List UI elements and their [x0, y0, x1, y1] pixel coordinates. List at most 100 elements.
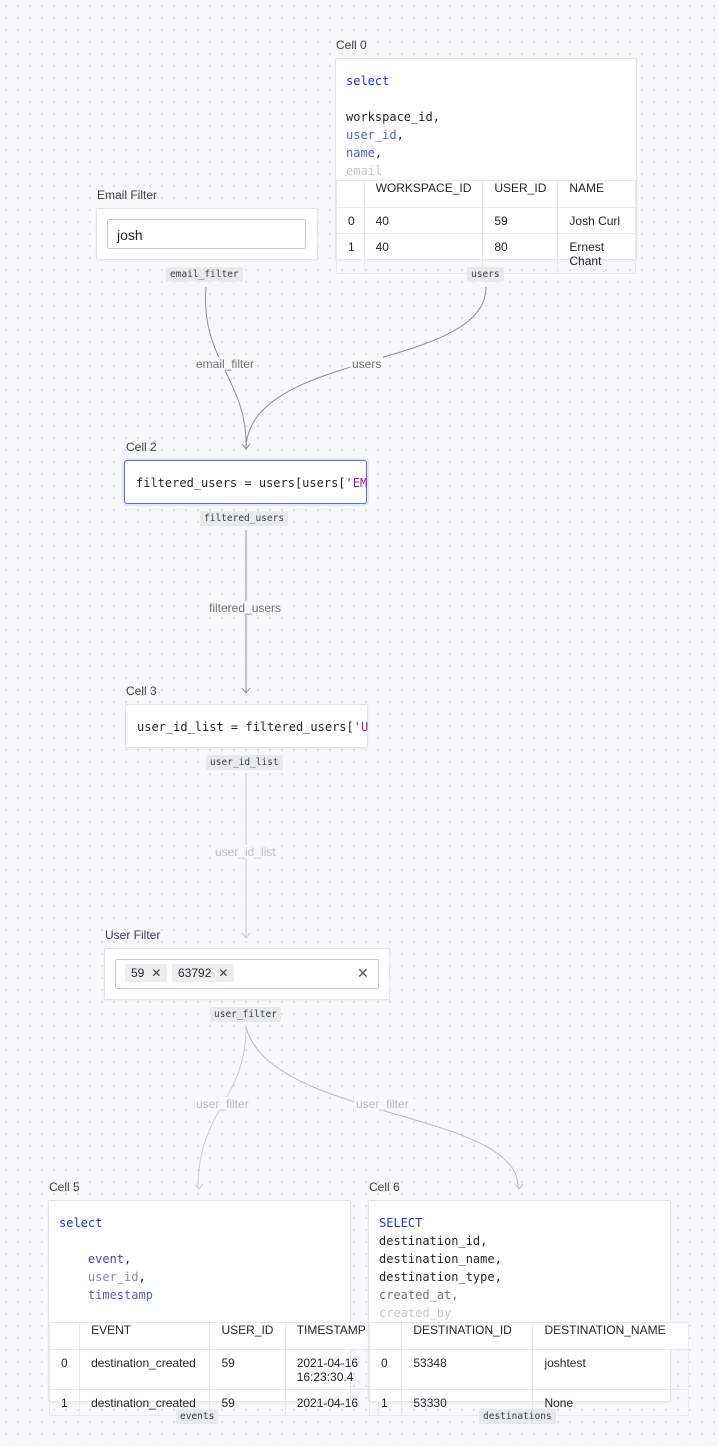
cell-3-python-code[interactable]: user_id_list = filtered_users['U	[137, 718, 368, 736]
cell-6-label: Cell 6	[369, 1180, 400, 1194]
sql-comma: ,	[374, 146, 383, 160]
sql-column: name	[346, 146, 375, 160]
column-header-index	[368, 1322, 403, 1350]
table-cell: destination_created	[79, 1349, 211, 1390]
table-row: 1 53330 None	[368, 1389, 689, 1416]
cell-5-card[interactable]: select event, user_id, timestamp EVENT U…	[48, 1200, 380, 1416]
table-header-row: WORKSPACE_ID USER_ID NAME	[336, 180, 636, 208]
table-row: 1 destination_created 59 2021-04-16	[48, 1389, 380, 1416]
table-cell: 40	[363, 207, 484, 234]
table-cell: Josh Curl	[557, 207, 636, 234]
cell-0-sql-code[interactable]: select workspace_id, user_id, name, emai…	[346, 72, 440, 180]
remove-chip-icon[interactable]: ✕	[218, 966, 229, 980]
column-header[interactable]: EVENT	[79, 1322, 211, 1350]
cell-5-sql-code[interactable]: select event, user_id, timestamp	[59, 1214, 153, 1304]
remove-chip-icon[interactable]: ✕	[151, 966, 162, 980]
table-row: 0 53348 joshtest	[368, 1349, 689, 1390]
cell-0-label: Cell 0	[336, 38, 367, 52]
edge-label-users: users	[350, 357, 384, 371]
table-cell: 59	[209, 1389, 286, 1416]
column-header-index	[48, 1322, 81, 1350]
code-text: user_id_list = filtered_users[	[137, 720, 354, 734]
output-tag-user-filter[interactable]: user_filter	[210, 1007, 281, 1022]
table-row: 1 40 80 Ernest Chant	[336, 233, 636, 274]
clear-all-icon[interactable]: ✕	[357, 965, 369, 981]
sql-comma: ,	[138, 1270, 146, 1284]
arrowhead	[241, 932, 251, 939]
column-header[interactable]: NAME	[557, 180, 636, 208]
selected-chip[interactable]: 59 ✕	[125, 964, 168, 982]
cell-6-card[interactable]: SELECT destination_id, destination_name,…	[368, 1200, 689, 1416]
edge-label-user-id-list: user_id_list	[213, 845, 278, 859]
sql-column: destination_type,	[379, 1270, 502, 1284]
sql-comma: ,	[124, 1252, 132, 1266]
sql-column: created_at,	[379, 1288, 459, 1302]
row-index: 1	[48, 1389, 81, 1416]
column-header[interactable]: DESTINATION_ID	[401, 1322, 534, 1350]
edge-label-user-filter-left: user_filter	[194, 1097, 251, 1111]
cell-2-card[interactable]: filtered_users = users[users['EM	[124, 460, 367, 504]
cell-6-result-table[interactable]: DESTINATION_ID DESTINATION_NAME 0 53348 …	[368, 1322, 689, 1416]
arrowhead	[194, 1183, 204, 1190]
user-filter-label: User Filter	[105, 928, 161, 942]
table-header-row: EVENT USER_ID TIMESTAMP	[48, 1322, 380, 1350]
output-tag-email-filter[interactable]: email_filter	[166, 267, 243, 282]
sql-keyword: SELECT	[379, 1216, 423, 1230]
cell-3-card[interactable]: user_id_list = filtered_users['U	[125, 704, 368, 748]
table-cell: destination_created	[79, 1389, 211, 1416]
output-tag-destinations[interactable]: destinations	[479, 1409, 556, 1424]
column-header[interactable]: DESTINATION_NAME	[532, 1322, 689, 1350]
table-cell: 80	[482, 233, 559, 274]
sql-comma: ,	[396, 128, 404, 142]
user-filter-multiselect[interactable]: 59 ✕ 63792 ✕ ✕	[115, 959, 379, 989]
chip-label: 59	[131, 966, 145, 980]
arrowhead	[241, 443, 251, 450]
sql-column: destination_name,	[379, 1252, 502, 1266]
output-tag-filtered-users[interactable]: filtered_users	[200, 511, 289, 526]
output-tag-events[interactable]: events	[176, 1409, 219, 1424]
cell-0-result-table[interactable]: WORKSPACE_ID USER_ID NAME 0 40 59 Josh C…	[336, 180, 636, 274]
column-header[interactable]: USER_ID	[209, 1322, 286, 1350]
table-cell: 40	[363, 233, 484, 274]
chip-label: 63792	[178, 966, 212, 980]
cell-6-sql-code[interactable]: SELECT destination_id, destination_name,…	[379, 1214, 502, 1322]
edge-label-user-filter-right: user_filter	[354, 1097, 411, 1111]
email-filter-card: josh	[96, 208, 318, 260]
cell-3-label: Cell 3	[126, 684, 157, 698]
arrowhead	[241, 687, 251, 694]
code-string: 'U	[353, 720, 369, 734]
cell-5-label: Cell 5	[49, 1180, 80, 1194]
email-filter-value: josh	[117, 227, 143, 243]
table-row: 0 40 59 Josh Curl	[336, 207, 636, 234]
table-row: 0 destination_created 59 2021-04-16 16:2…	[48, 1349, 380, 1390]
table-cell: None	[532, 1389, 689, 1416]
output-tag-user-id-list[interactable]: user_id_list	[206, 755, 283, 770]
cell-5-result-table[interactable]: EVENT USER_ID TIMESTAMP 0 destination_cr…	[48, 1322, 380, 1416]
edge-user-filter-right	[245, 1026, 519, 1189]
column-header[interactable]: WORKSPACE_ID	[363, 180, 484, 208]
email-filter-label: Email Filter	[97, 188, 158, 202]
table-cell: 59	[482, 207, 559, 234]
output-tag-users[interactable]: users	[467, 267, 504, 282]
sql-column: workspace_id,	[346, 110, 440, 124]
row-index: 0	[368, 1349, 403, 1390]
table-cell: 59	[209, 1349, 286, 1390]
sql-column: created_by	[379, 1306, 452, 1320]
sql-column: destination_id,	[379, 1234, 488, 1248]
column-header-index	[336, 180, 365, 208]
table-cell: 2021-04-16	[284, 1389, 380, 1416]
email-filter-input[interactable]: josh	[107, 219, 306, 249]
cell-2-label: Cell 2	[126, 440, 157, 454]
user-filter-card: 59 ✕ 63792 ✕ ✕	[104, 948, 390, 1000]
cell-0-card[interactable]: select workspace_id, user_id, name, emai…	[335, 58, 637, 274]
table-cell: joshtest	[532, 1349, 689, 1390]
selected-chip[interactable]: 63792 ✕	[172, 964, 235, 982]
row-index: 1	[368, 1389, 403, 1416]
arrowhead	[514, 1183, 524, 1190]
cell-2-python-code[interactable]: filtered_users = users[users['EM	[136, 474, 367, 492]
column-header[interactable]: USER_ID	[482, 180, 559, 208]
sql-keyword: select	[346, 74, 390, 88]
sql-column: event	[87, 1252, 125, 1266]
column-header[interactable]: TIMESTAMP	[284, 1322, 380, 1350]
row-index: 0	[48, 1349, 81, 1390]
